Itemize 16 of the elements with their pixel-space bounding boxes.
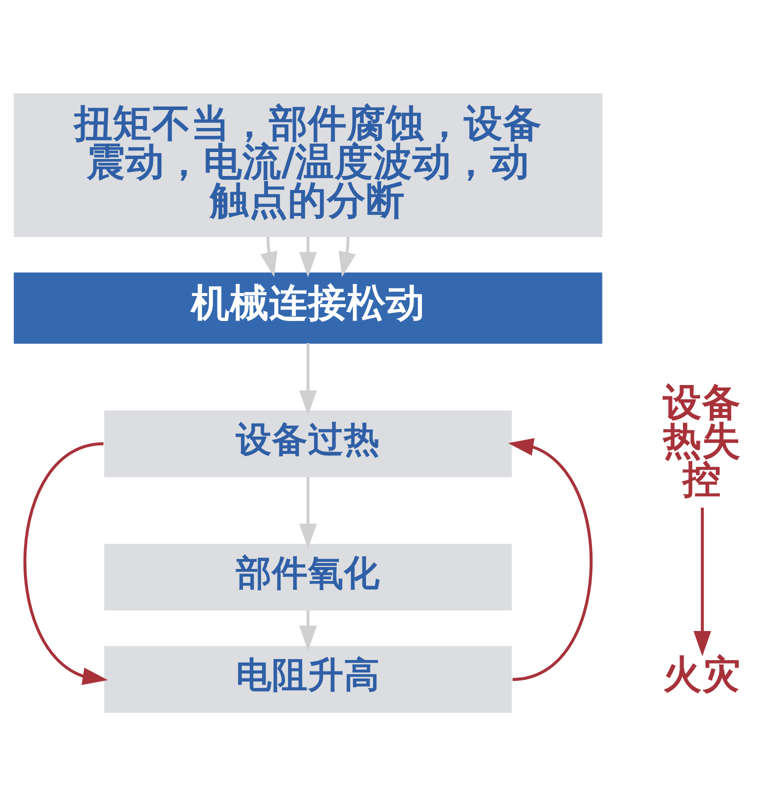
node-box: 设备过热 bbox=[104, 410, 512, 478]
arrow bbox=[24, 442, 108, 686]
node-box: 部件氧化 bbox=[104, 544, 512, 611]
arrow bbox=[508, 438, 592, 681]
node-box: 电阻升高 bbox=[104, 646, 512, 713]
node-box: 扭矩不当，部件腐蚀，设备震动，电流/温度波动，动触点的分断 bbox=[14, 93, 602, 237]
arrow bbox=[260, 236, 278, 278]
node-text: 火灾 bbox=[663, 652, 742, 698]
arrow bbox=[299, 610, 317, 651]
node-text: 设备热失控 bbox=[663, 380, 742, 502]
arrow bbox=[338, 236, 356, 278]
arrow bbox=[694, 508, 712, 656]
node-box: 机械连接松动 bbox=[14, 272, 602, 344]
arrow bbox=[299, 236, 317, 278]
arrow bbox=[299, 476, 317, 549]
arrow bbox=[299, 343, 317, 416]
